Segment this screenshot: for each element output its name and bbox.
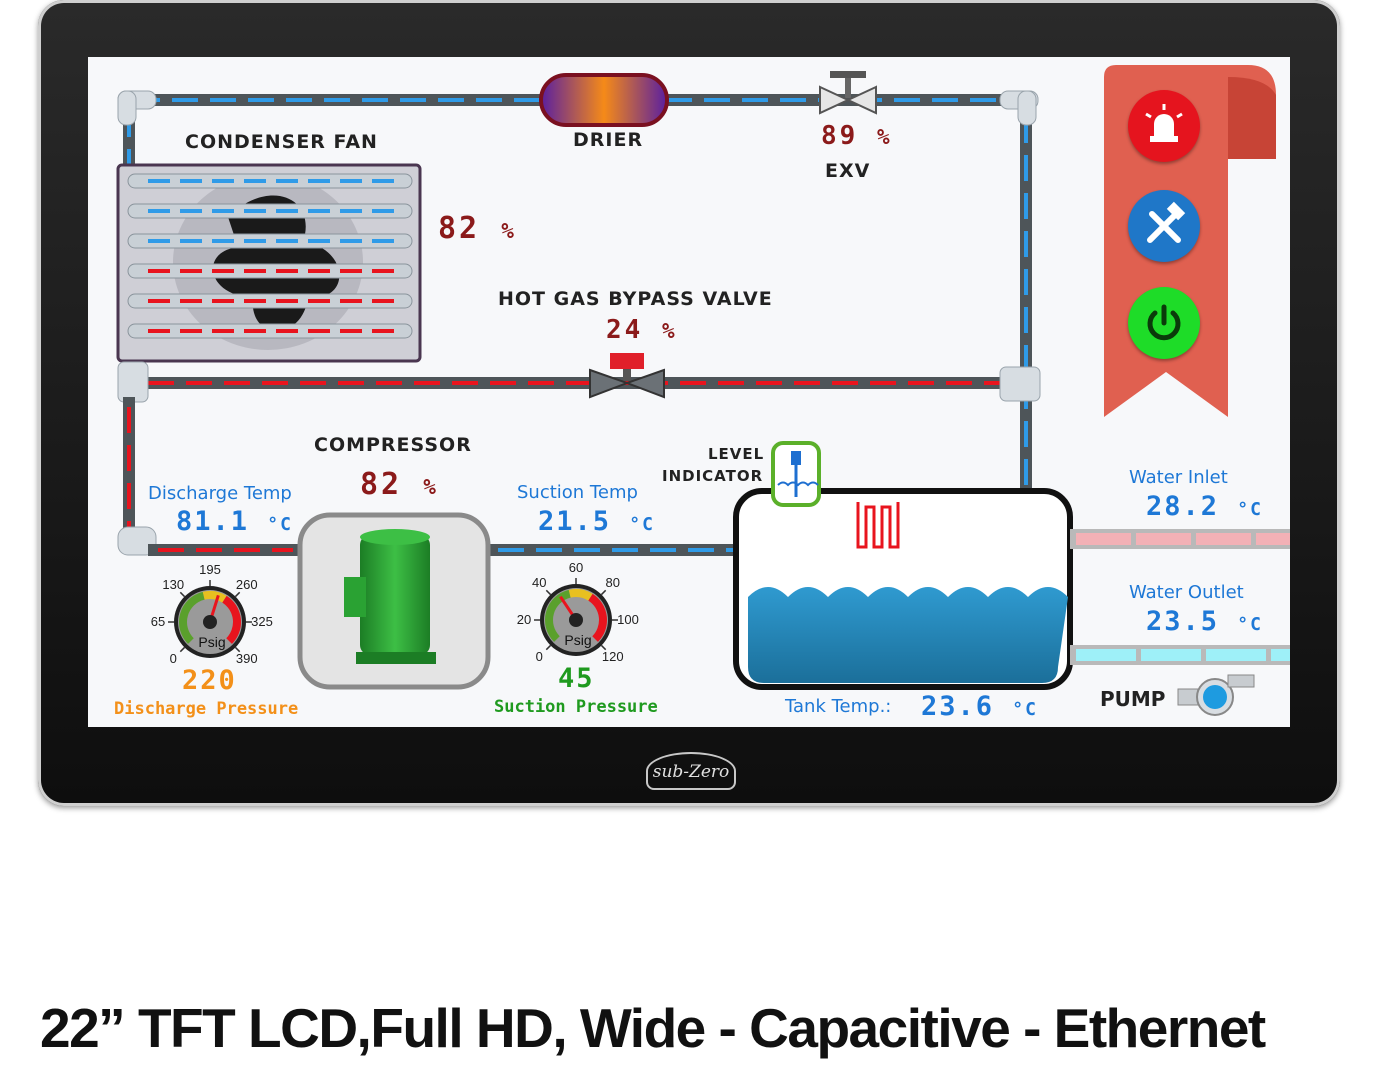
condenser-coil xyxy=(116,163,422,363)
suction-pressure-label: Suction Pressure xyxy=(494,697,658,717)
gauge-band xyxy=(588,593,607,642)
tank-temp-value: 23.6 °C xyxy=(921,691,1038,722)
brand-logo: sub-Zero xyxy=(646,752,736,790)
gauge-tick-label: 0 xyxy=(536,649,543,664)
suction-temp-value: 21.5 °C xyxy=(538,506,655,537)
suction-temp-label: Suction Temp xyxy=(517,482,638,503)
gauge-hub xyxy=(569,613,583,627)
gauge-tick-label: 65 xyxy=(151,614,165,629)
gauge-band xyxy=(179,591,205,644)
settings-button[interactable] xyxy=(1128,190,1200,262)
level-indicator-label-2: INDICATOR xyxy=(662,467,764,485)
gauge-tick-label: 20 xyxy=(517,612,531,627)
gauge-band xyxy=(222,595,241,644)
gauge-tick-label: 40 xyxy=(532,575,546,590)
gauge-band xyxy=(202,591,227,603)
compressor-percent: 82 % xyxy=(360,467,439,502)
discharge-pressure-gauge: 0 65 130 195 260 325 390 Psig xyxy=(151,562,273,666)
suction-pressure-value: 45 xyxy=(558,663,595,694)
water-tank xyxy=(733,488,1073,690)
suction-pressure-gauge: 0 20 40 60 80 100 120 Psig xyxy=(517,560,639,664)
bypass-valve-icon xyxy=(589,353,665,399)
gauge-tick-label: 0 xyxy=(170,651,177,666)
exv-label: EXV xyxy=(825,160,871,182)
gauge-tick-label: 260 xyxy=(236,577,258,592)
hot-gas-bypass-percent: 24 % xyxy=(606,315,678,345)
water-inlet-value: 28.2 °C xyxy=(1146,491,1263,522)
drier-label: DRIER xyxy=(573,129,644,151)
water-outlet-label: Water Outlet xyxy=(1129,582,1244,603)
gauge-unit: Psig xyxy=(564,632,591,648)
water-outlet-value: 23.5 °C xyxy=(1146,606,1263,637)
hot-gas-line xyxy=(117,361,1041,403)
pump-label: PUMP xyxy=(1100,687,1166,711)
tools-icon xyxy=(1147,201,1186,243)
alarm-button[interactable] xyxy=(1128,90,1200,162)
discharge-temp-label: Discharge Temp xyxy=(148,483,292,504)
hmi-screen: 0 65 130 195 260 325 390 Psig 0 20 40 60 80 100 120 Ps… xyxy=(88,57,1290,727)
siren-icon xyxy=(1145,104,1183,142)
discharge-pressure-value: 220 xyxy=(182,665,237,696)
discharge-pressure-label: Discharge Pressure xyxy=(114,699,299,719)
process-diagram: 0 65 130 195 260 325 390 Psig 0 20 40 60 80 100 120 Ps… xyxy=(116,65,1290,716)
gauge-tick xyxy=(234,591,241,598)
condenser-fan-percent: 82 % xyxy=(438,211,517,246)
compressor-label: COMPRESSOR xyxy=(314,434,472,456)
gauge-tick xyxy=(600,644,607,651)
gauge-tick-label: 390 xyxy=(236,651,258,666)
right-pipe xyxy=(1020,102,1032,502)
discharge-temp-value: 81.1 °C xyxy=(176,506,293,537)
exv-valve-icon xyxy=(819,71,877,115)
gauge-tick-label: 80 xyxy=(606,575,620,590)
gauge-unit: Psig xyxy=(198,634,225,650)
gauge-hub xyxy=(203,615,217,629)
gauge-tick xyxy=(545,644,552,651)
gauge-tick xyxy=(234,646,241,653)
gauge-tick-label: 60 xyxy=(569,560,583,575)
gauge-tick-label: 195 xyxy=(199,562,221,577)
heater-icon xyxy=(856,502,900,549)
level-indicator-label: LEVEL xyxy=(708,445,765,463)
condenser-fan-label: CONDENSER FAN xyxy=(185,131,378,153)
drier-icon xyxy=(539,73,669,127)
compressor-icon xyxy=(297,512,491,690)
gauge-tick xyxy=(545,589,552,596)
hot-gas-bypass-label: HOT GAS BYPASS VALVE xyxy=(498,288,773,310)
gauge-tick-label: 120 xyxy=(602,649,624,664)
gauge-band xyxy=(568,589,593,601)
gauge-band xyxy=(545,589,571,642)
exv-percent: 89 % xyxy=(821,121,893,151)
pump-icon xyxy=(1177,674,1255,716)
level-indicator-icon xyxy=(771,441,821,507)
power-button[interactable] xyxy=(1128,287,1200,359)
water-inlet-label: Water Inlet xyxy=(1129,467,1228,488)
water-outlet-line xyxy=(1070,645,1290,665)
gauge-tick xyxy=(179,591,186,598)
power-icon xyxy=(1147,304,1181,341)
product-caption: 22” TFT LCD,Full HD, Wide - Capacitive -… xyxy=(40,997,1266,1059)
gauge-tick-label: 325 xyxy=(251,614,273,629)
tank-temp-label: Tank Temp.: xyxy=(785,696,892,717)
gauge-tick xyxy=(179,646,186,653)
water-inlet-line xyxy=(1070,529,1290,549)
gauge-tick xyxy=(600,589,607,596)
gauge-tick-label: 100 xyxy=(617,612,639,627)
gauge-tick-label: 130 xyxy=(162,577,184,592)
